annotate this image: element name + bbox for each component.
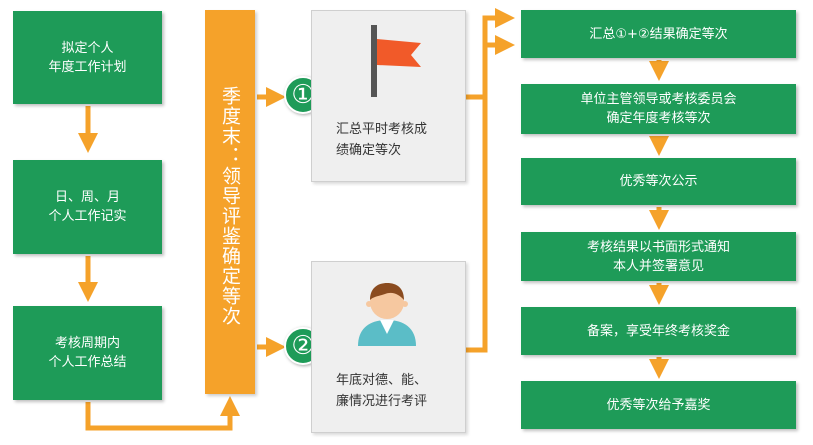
person-avatar-icon [358,283,416,346]
arrow-left-to-bar [85,396,240,431]
step-record: 日、周、月 个人工作记实 [13,160,162,254]
arrow-box2-to-right [466,35,515,353]
quarterly-review-label: 季度末：领导评鉴确定等次 [219,86,241,326]
step-publicize-excellent: 优秀等次公示 [521,158,796,205]
quarterly-review-bar: 季度末：领导评鉴确定等次 [205,10,255,394]
step-plan: 拟定个人 年度工作计划 [13,11,162,104]
red-flag-icon [371,25,421,97]
branch-text-2: 年底对德、能、 廉情况进行考评 [336,373,428,409]
step-commendation: 优秀等次给予嘉奖 [521,381,796,429]
branch-box-1: 汇总平时考核成 绩确定等次 [311,10,466,182]
branch-text-1: 汇总平时考核成 绩确定等次 [336,122,428,158]
step-summary: 考核周期内 个人工作总结 [13,306,162,400]
step-written-notice: 考核结果以书面形式通知 本人并签署意见 [521,232,796,281]
branch-box-2: 年底对德、能、 廉情况进行考评 [311,261,466,433]
step-file-bonus: 备案，享受年终考核奖金 [521,307,796,355]
step-combine-results: 汇总①+②结果确定等次 [521,10,796,58]
step-annual-grade: 单位主管领导或考核委员会 确定年度考核等次 [521,84,796,134]
